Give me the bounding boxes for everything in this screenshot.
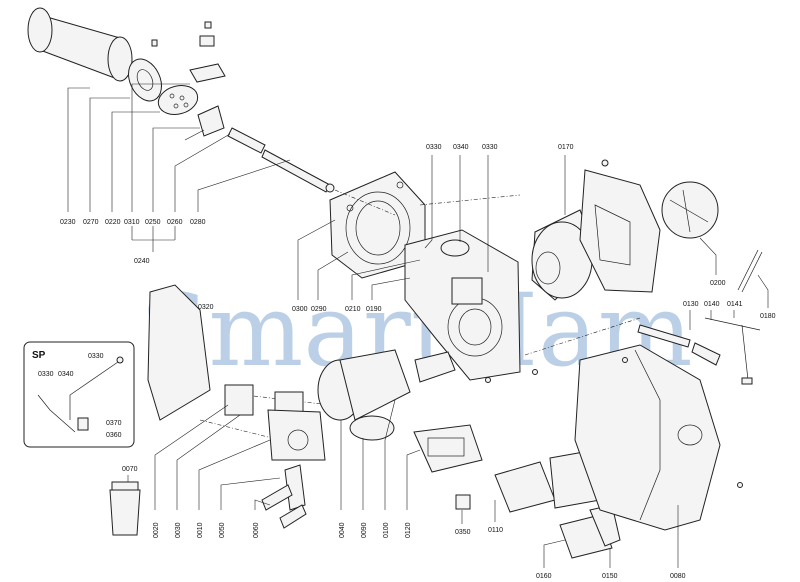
burner-housing-part: [404, 229, 521, 381]
inset-label-0340: 0340: [58, 371, 74, 378]
label-0200: 0200: [710, 280, 726, 287]
label-0090: 0090: [361, 522, 368, 538]
fan-cover-part: [579, 169, 661, 293]
label-0141: 0141: [727, 301, 743, 308]
diffuser-disc-part: [157, 85, 199, 115]
label-0310: 0310: [124, 219, 140, 226]
label-0050: 0050: [219, 522, 226, 538]
label-0060: 0060: [253, 522, 260, 538]
bottom-label-group: 0020 0030 0010 0050 0060 0040 0090 0100 …: [153, 399, 421, 538]
label-0130: 0130: [683, 301, 699, 308]
oil-filter-part: [109, 481, 141, 536]
inset-label-0360: 0360: [106, 432, 122, 439]
label-0260: 0260: [167, 219, 183, 226]
mounting-bracket-part: [414, 351, 456, 383]
oil-pump-part: [267, 409, 326, 461]
control-unit-part: [559, 504, 621, 559]
inset-label-0330-left: 0330: [38, 371, 54, 378]
label-0180: 0180: [760, 313, 776, 320]
label-0240: 0240: [134, 258, 150, 265]
label-0270: 0270: [83, 219, 99, 226]
label-0020: 0020: [153, 522, 160, 538]
air-damper-part: [661, 181, 719, 239]
label-0330-top-b: 0330: [482, 144, 498, 151]
label-0350: 0350: [455, 529, 471, 536]
label-0220: 0220: [105, 219, 121, 226]
inset-label-0330-top: 0330: [88, 353, 104, 360]
label-0110: 0110: [488, 527, 503, 534]
blast-tube-part: [27, 7, 133, 82]
label-0330-top-a: 0330: [426, 144, 442, 151]
label-0190: 0190: [366, 306, 382, 313]
label-0040: 0040: [339, 522, 346, 538]
burner-cover-part: [574, 344, 721, 531]
nozzle-bracket-part: [151, 21, 226, 83]
air-guide-plate-part: [147, 284, 211, 421]
label-0250: 0250: [145, 219, 161, 226]
label-0150: 0150: [602, 573, 618, 580]
left-label-group: 0230 0270 0220 0310 0250 0260 0280 0240: [60, 83, 291, 265]
inset-title: SP: [32, 350, 46, 361]
ignition-electrode-part: [737, 249, 763, 293]
photocell-part: [637, 317, 761, 385]
spare-part-inset: SP 0330 0330 0340 0370 0360: [23, 341, 135, 448]
label-0210: 0210: [345, 306, 361, 313]
label-0120: 0120: [405, 522, 412, 538]
gasket-disc-part: [128, 58, 162, 102]
oil-hoses-part: [261, 464, 307, 529]
inset-label-0370: 0370: [106, 420, 122, 427]
label-0160: 0160: [536, 573, 552, 580]
control-box-part: [413, 424, 483, 473]
label-0290: 0290: [311, 306, 327, 313]
label-0010: 0010: [197, 522, 204, 538]
label-0340-top: 0340: [453, 144, 469, 151]
label-0280: 0280: [190, 219, 206, 226]
label-0030: 0030: [175, 522, 182, 538]
label-0300: 0300: [292, 306, 308, 313]
screws: [485, 159, 743, 488]
motor-part: [317, 349, 411, 441]
nozzle-holder-part: [184, 105, 225, 141]
label-0230: 0230: [60, 219, 76, 226]
label-0100: 0100: [383, 522, 390, 538]
label-0140: 0140: [704, 301, 720, 308]
nozzle-rod-part: [227, 127, 335, 193]
label-0320: 0320: [198, 304, 214, 311]
label-0170: 0170: [558, 144, 574, 151]
label-0080: 0080: [670, 573, 686, 580]
label-0070: 0070: [122, 466, 138, 473]
relay-part: [455, 494, 471, 510]
